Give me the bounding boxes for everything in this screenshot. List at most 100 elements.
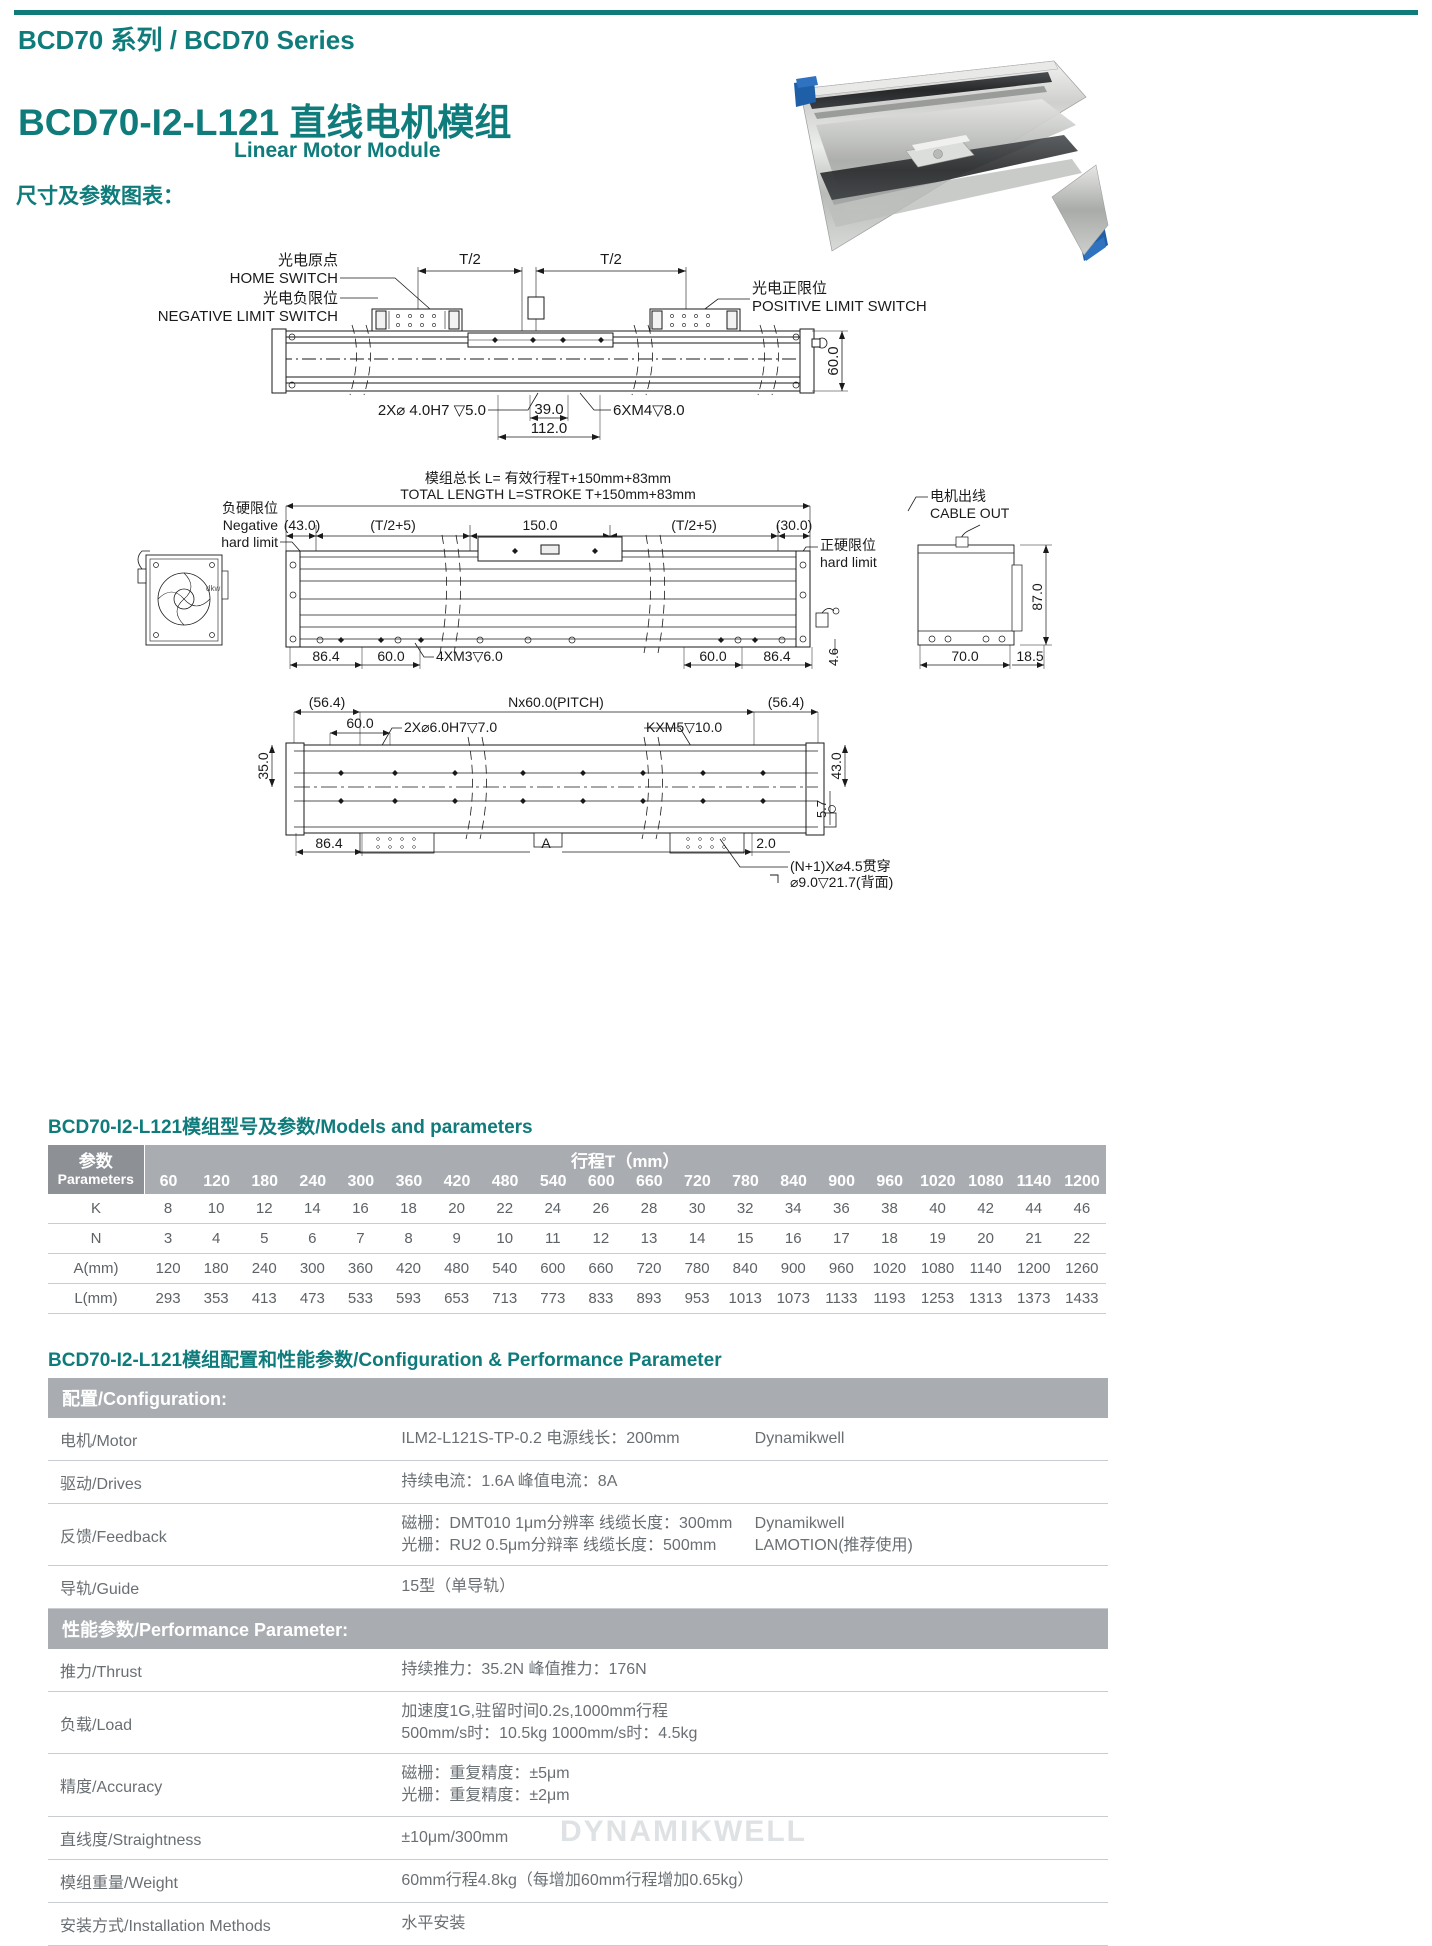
stroke-value: 600 <box>587 1173 615 1190</box>
table-cell: 953 <box>684 1290 710 1307</box>
table-cell: 18 <box>881 1230 898 1247</box>
dim-46: 4.6 <box>826 648 841 666</box>
table-cell: 40 <box>929 1200 946 1217</box>
table-cell: 833 <box>588 1290 614 1307</box>
dim-t2-left: T/2 <box>459 251 481 268</box>
page-title: BCD70-I2-L121 直线电机模组 <box>18 102 512 143</box>
stroke-value: 1080 <box>968 1173 1004 1190</box>
stroke-value: 1020 <box>919 1173 956 1190</box>
table-cell: 36 <box>833 1200 850 1217</box>
param-value: ±10μm/300mm <box>401 1816 755 1860</box>
dim-150: 150.0 <box>522 517 557 533</box>
pos-limit-cn: 光电正限位 <box>752 280 827 297</box>
table-cell: 28 <box>640 1200 658 1217</box>
param-brand: Dynamikwell <box>754 1418 1108 1461</box>
home-switch-cn: 光电原点 <box>278 252 338 269</box>
cable-out-en: CABLE OUT <box>930 505 1010 521</box>
table-cell: 713 <box>492 1290 518 1307</box>
row-label: K <box>48 1194 144 1224</box>
table-cell: 9 <box>452 1230 461 1247</box>
stroke-value: 960 <box>876 1173 904 1190</box>
total-length-cn: 模组总长 L= 有效行程T+150mm+83mm <box>425 470 671 486</box>
table-cell: 1080 <box>920 1260 955 1277</box>
param-brand <box>754 1816 1108 1860</box>
table-row: 直线度/Straightness±10μm/300mm <box>48 1816 1108 1860</box>
dim-pitch: Nx60.0(PITCH) <box>508 694 604 710</box>
performance-band-label: 性能参数/Performance Parameter: <box>48 1608 1108 1650</box>
models-table-title: BCD70-I2-L121模组型号及参数/Models and paramete… <box>48 1117 533 1138</box>
param-key: 精度/Accuracy <box>48 1753 402 1817</box>
param-value: ILM2-L121S-TP-0.2 电源线长：200mm <box>401 1418 755 1461</box>
param-key: 导轨/Guide <box>48 1565 402 1610</box>
table-cell: 24 <box>544 1200 562 1217</box>
table-cell: 300 <box>299 1260 325 1277</box>
config-table-title: BCD70-I2-L121模组配置和性能参数/Configuration & P… <box>48 1350 722 1371</box>
dim-35: 35.0 <box>255 752 271 779</box>
param-brand <box>754 1691 1108 1755</box>
stroke-value: 60 <box>159 1173 178 1190</box>
note-n1-holes: (N+1)X⌀4.5贯穿 <box>790 858 891 874</box>
param-brand: Dynamikwell LAMOTION(推荐使用) <box>754 1503 1108 1567</box>
dim-30: (30.0) <box>776 517 813 533</box>
stroke-value: 180 <box>251 1173 279 1190</box>
table-cell: 533 <box>347 1290 373 1307</box>
dim-t2plus5-left: (T/2+5) <box>370 517 416 533</box>
dim-112: 112.0 <box>531 420 567 437</box>
stroke-value: 240 <box>299 1173 327 1190</box>
table-cell: 42 <box>977 1200 994 1217</box>
dim-60-bottom: 60.0 <box>346 715 373 731</box>
param-brand <box>754 1565 1108 1610</box>
param-value: 磁栅：DMT010 1μm分辨率 线缆长度：300mm 光栅：RU2 0.5μm… <box>401 1503 755 1567</box>
models-section: BCD70-I2-L121模组型号及参数/Models and paramete… <box>48 1112 1384 1314</box>
table-cell: 1433 <box>1065 1290 1099 1307</box>
dim-20: 2.0 <box>756 835 776 851</box>
stroke-value: 480 <box>491 1173 519 1190</box>
dim-70: 70.0 <box>951 648 978 664</box>
table-cell: 1133 <box>825 1290 858 1307</box>
neg-limit-cn: 光电负限位 <box>263 290 338 307</box>
table-cell: 653 <box>444 1290 470 1307</box>
param-header-en: Parameters <box>57 1171 134 1188</box>
param-value: 60mm行程4.8kg（每增加60mm行程增加0.65kg） <box>401 1859 755 1903</box>
table-cell: 780 <box>684 1260 710 1277</box>
table-cell: 22 <box>496 1200 514 1217</box>
callout-2x6h7: 2X⌀6.0H7▽7.0 <box>404 719 497 735</box>
param-key: 驱动/Drives <box>48 1460 402 1504</box>
table-cell: 10 <box>207 1200 225 1217</box>
table-cell: 180 <box>203 1260 229 1277</box>
table-cell: 20 <box>448 1200 465 1217</box>
pos-limit-en: POSITIVE LIMIT SWITCH <box>752 298 927 315</box>
param-value: 持续电流：1.6A 峰值电流：8A <box>401 1460 755 1504</box>
dim-864-left: 86.4 <box>312 648 339 664</box>
stroke-value: 300 <box>347 1173 375 1190</box>
table-cell: 3 <box>163 1230 173 1247</box>
table-cell: 1200 <box>1017 1260 1051 1277</box>
neg-hard-limit-cn: 负硬限位 <box>222 500 278 516</box>
table-cell: 4 <box>211 1230 221 1247</box>
configuration-band: 配置/Configuration: <box>48 1378 1108 1418</box>
table-cell: 900 <box>780 1260 806 1277</box>
stroke-value: 1140 <box>1016 1173 1052 1190</box>
stroke-value: 780 <box>732 1173 759 1190</box>
table-cell: 18 <box>400 1200 417 1217</box>
param-key: 负载/Load <box>48 1691 402 1755</box>
dim-39: 39.0 <box>534 401 563 418</box>
table-cell: 26 <box>592 1200 610 1217</box>
dim-564-right: (56.4) <box>768 694 805 710</box>
table-cell: 12 <box>592 1230 610 1247</box>
callout-4xm3: 4XM3▽6.0 <box>436 648 503 664</box>
home-switch-en: HOME SWITCH <box>230 270 338 287</box>
dim-43-bottom: 43.0 <box>828 752 844 779</box>
table-cell: 473 <box>299 1290 325 1307</box>
row-label: N <box>48 1223 144 1254</box>
